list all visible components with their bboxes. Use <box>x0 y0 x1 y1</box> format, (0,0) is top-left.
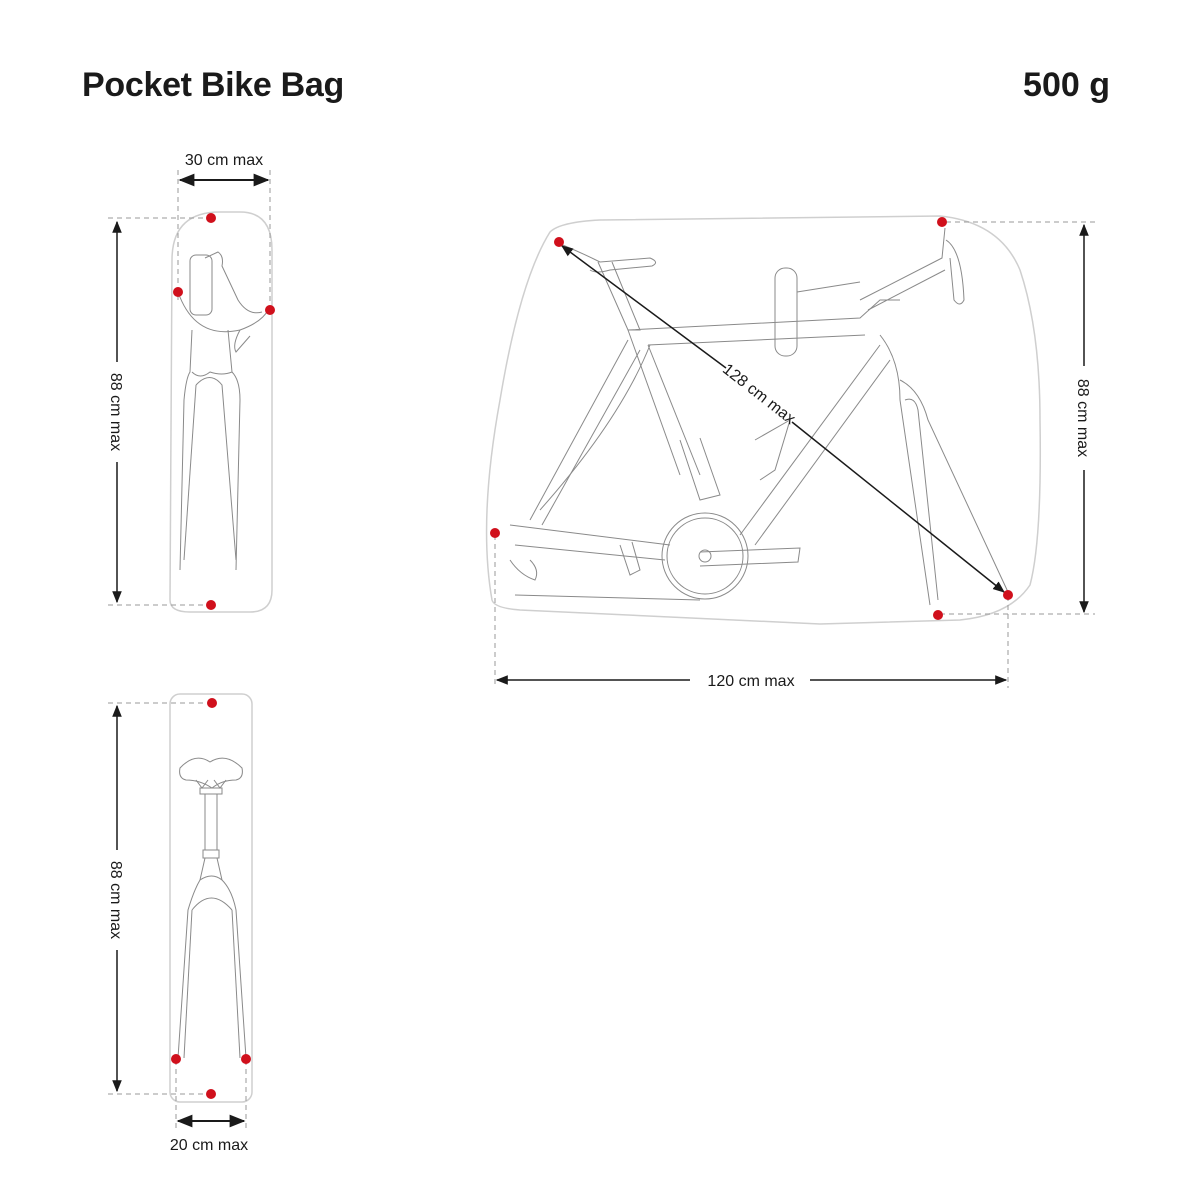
marker-dot <box>206 1089 216 1099</box>
bike-frame-drawing <box>509 227 1009 606</box>
side-diagonal-label: 128 cm max <box>719 361 798 428</box>
side-height-label: 88 cm max <box>1074 379 1091 457</box>
marker-dot <box>207 698 217 708</box>
marker-dot <box>933 610 943 620</box>
marker-dot <box>490 528 500 538</box>
front-top-width-label: 30 cm max <box>185 152 263 169</box>
marker-dot <box>937 217 947 227</box>
weight-label: 500 g <box>1023 66 1110 104</box>
marker-dot <box>173 287 183 297</box>
seatpost-drawing <box>177 757 247 1059</box>
side-length-label: 120 cm max <box>707 673 794 690</box>
front-view-bottom: 88 cm max 20 cm max <box>107 693 253 1154</box>
bag-outline <box>169 693 253 1103</box>
marker-dot <box>265 305 275 315</box>
front-bottom-width-label: 20 cm max <box>170 1137 248 1154</box>
bag-outline <box>485 215 1042 625</box>
front-top-height-label: 88 cm max <box>107 373 124 451</box>
handlebar-drawing <box>177 251 269 571</box>
marker-dot <box>171 1054 181 1064</box>
side-view: 128 cm max 88 cm max 120 cm max <box>485 215 1095 690</box>
front-view-top: 30 cm max 88 cm max <box>107 152 275 613</box>
front-bottom-height-label: 88 cm max <box>107 861 124 939</box>
marker-dot <box>554 237 564 247</box>
marker-dot <box>206 213 216 223</box>
page-title: Pocket Bike Bag <box>82 66 344 104</box>
marker-dot <box>1003 590 1013 600</box>
marker-dot <box>206 600 216 610</box>
marker-dot <box>241 1054 251 1064</box>
bag-outline <box>169 211 273 613</box>
